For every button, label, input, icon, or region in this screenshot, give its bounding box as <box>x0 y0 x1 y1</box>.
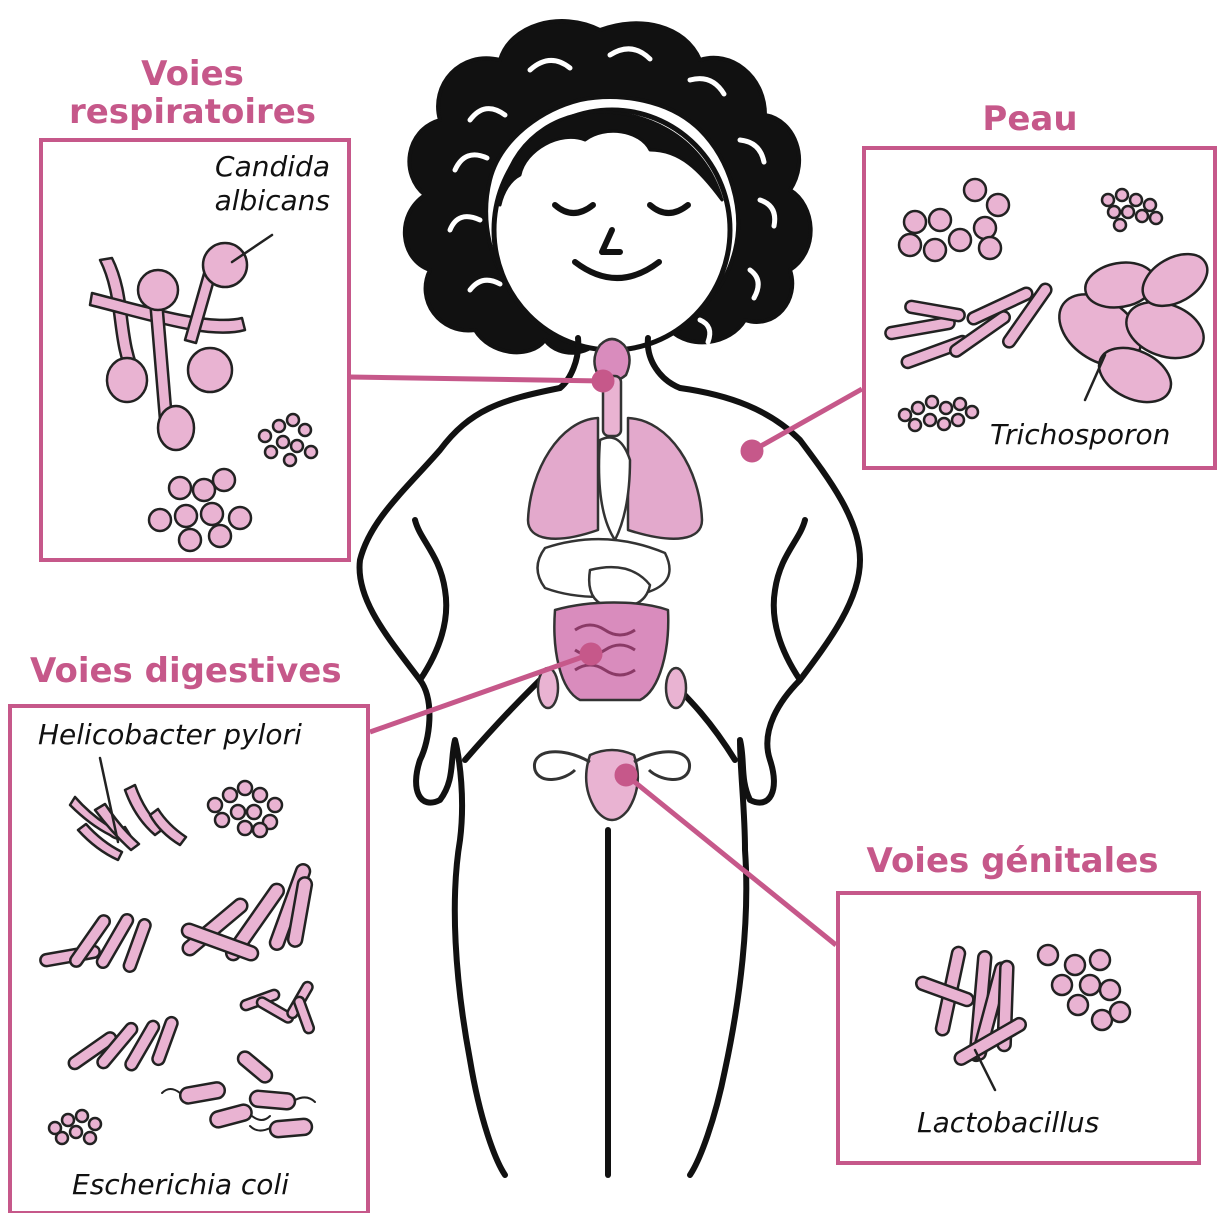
escherichia-coli-cells <box>179 1049 313 1138</box>
respiratory-cocci-cluster <box>259 414 317 466</box>
label-candida-line-2: albicans <box>195 184 330 218</box>
large-intestine <box>554 603 668 701</box>
skin-rods <box>884 281 1053 369</box>
respiratory-large-cocci <box>149 469 251 551</box>
skin-cocci-large <box>899 179 1009 261</box>
right-kidney <box>666 668 686 708</box>
digestive-cocci-cluster <box>208 781 282 837</box>
lactobacillus-cells <box>914 946 1028 1067</box>
label-candida-albicans: Candida albicans <box>195 150 330 218</box>
skin-cocci-bottom <box>899 396 978 431</box>
title-genital: Voies génitales <box>860 842 1165 880</box>
heart <box>599 438 630 541</box>
right-lung <box>628 418 702 539</box>
digestive-small-rods <box>239 980 315 1034</box>
dot-genital <box>617 766 635 784</box>
digestive-cocci-bottom <box>49 1110 101 1144</box>
right-arm-inner <box>774 520 805 680</box>
organs <box>528 339 702 820</box>
left-lung <box>528 418 598 539</box>
genital-cocci <box>1038 945 1130 1030</box>
connector-skin <box>752 389 862 451</box>
body-right-outline <box>680 388 860 1175</box>
skin-cocci-small <box>1102 189 1162 231</box>
candida-albicans-cells <box>90 243 247 450</box>
title-digestive: Voies digestives <box>30 652 340 690</box>
digestive-rods-group-2 <box>180 862 313 963</box>
neck-right <box>648 338 680 388</box>
label-trichosporon: Trichosporon <box>990 418 1170 452</box>
left-arm-inner <box>415 520 446 680</box>
trichosporon-cells <box>1046 243 1216 412</box>
digestive-rods-group-1 <box>39 912 152 973</box>
label-lactobacillus: Lactobacillus <box>917 1106 1099 1140</box>
label-candida-line-1: Candida <box>195 150 330 184</box>
connector-respiratory <box>350 377 603 381</box>
title-skin: Peau <box>955 100 1105 138</box>
title-respiratory-line-1: Voies <box>60 55 325 93</box>
label-escherichia-coli: Escherichia coli <box>72 1168 289 1202</box>
dot-respiratory <box>594 372 612 390</box>
dot-skin <box>743 442 761 460</box>
digestive-rods-group-3 <box>66 1015 179 1072</box>
title-respiratory: Voies respiratoires <box>60 55 325 131</box>
dot-digestive <box>582 645 600 663</box>
helicobacter-pylori-cells <box>70 785 186 860</box>
title-respiratory-line-2: respiratoires <box>60 93 325 131</box>
connector-genital <box>626 775 836 945</box>
label-helicobacter-pylori: Helicobacter pylori <box>38 718 302 752</box>
